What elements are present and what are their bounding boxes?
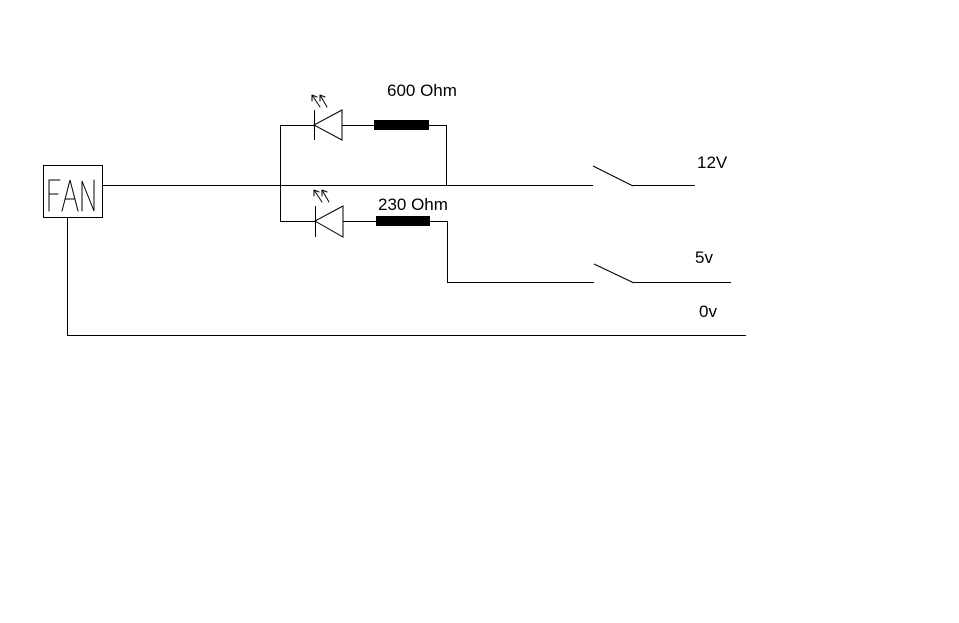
rail-5v-label: 5v: [695, 248, 713, 267]
rail-0v-label: 0v: [699, 302, 717, 321]
fan-lettering: [48, 179, 95, 212]
resistor-top: [374, 120, 429, 130]
switch-5v: [593, 263, 731, 284]
resistor-bottom-label: 230 Ohm: [378, 195, 448, 214]
fan-box: [43, 165, 103, 218]
fan-label: FAN: [56, 185, 89, 204]
rail-12v-label: 12V: [697, 153, 728, 172]
resistor-bottom: [376, 216, 430, 226]
led-top-icon: [311, 94, 343, 141]
switch-12v-icon: [592, 165, 634, 187]
led-bottom-icon: [313, 189, 344, 238]
led-bottom: [313, 189, 344, 238]
fan: FAN: [43, 165, 103, 218]
switch-12v: [592, 165, 695, 187]
switch-5v-icon: [593, 263, 635, 284]
resistor-top-label: 600 Ohm: [387, 81, 457, 100]
led-top: [311, 94, 343, 141]
